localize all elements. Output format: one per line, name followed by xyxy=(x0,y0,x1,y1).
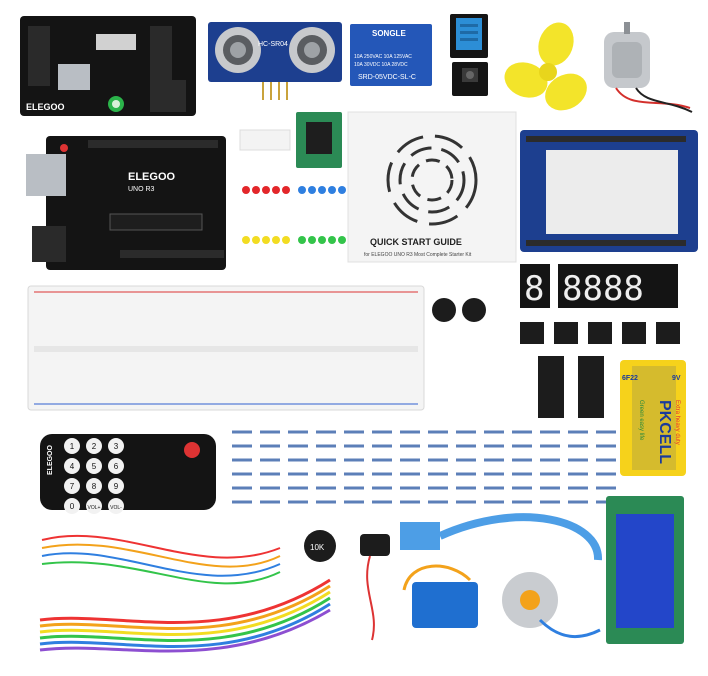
battery-voltage: 9V xyxy=(672,375,681,382)
power-supply-module: ELEGOO xyxy=(20,16,196,116)
remote-key: VOL+ xyxy=(86,498,102,514)
breadboard xyxy=(27,285,425,411)
remote-key-label: 7 xyxy=(70,482,75,491)
remote-key-label: 1 xyxy=(70,442,75,451)
battery-type: 6F22 xyxy=(622,375,638,382)
battery-tagline-2: Green easy life xyxy=(638,400,644,441)
battery-brand: PKCELL xyxy=(656,400,673,464)
remote-key-label: VOL- xyxy=(110,505,122,511)
battery-9v: 6F22 9V PKCELL Extra heavy duty Green ea… xyxy=(620,360,686,476)
sensor-label: HC-SR04 xyxy=(258,41,288,48)
remote-key-label: VOL+ xyxy=(88,505,101,511)
relay-rating-2: 10A 30VDC 10A 28VDC xyxy=(354,62,408,68)
remote-key-label: 9 xyxy=(114,482,119,491)
battery-clip xyxy=(360,534,390,641)
guide-title: QUICK START GUIDE xyxy=(370,237,462,247)
remote-key-label: 2 xyxy=(92,442,97,451)
remote-key: VOL- xyxy=(108,498,124,514)
relay-module: SONGLE 10A 250VAC 10A 125VAC 10A 30VDC 1… xyxy=(350,24,432,86)
remote-key: 5 xyxy=(86,458,102,474)
seven-segment-displays: 8 8888 xyxy=(520,264,678,309)
uno-brand: ELEGOO xyxy=(128,171,176,183)
buzzer xyxy=(432,298,486,322)
remote-key: 0 xyxy=(64,498,80,514)
remote-key: 9 xyxy=(108,478,124,494)
remote-key: 1 xyxy=(64,438,80,454)
quick-start-guide: QUICK START GUIDE for ELEGOO UNO R3 Most… xyxy=(347,111,517,263)
guide-subtitle: for ELEGOO UNO R3 Most Complete Starter … xyxy=(364,252,472,258)
stepper-motor xyxy=(502,572,601,639)
humidity-sensor xyxy=(450,14,488,58)
ir-receiver-module xyxy=(452,62,488,96)
pot-value: 10K xyxy=(310,543,325,552)
remote-key-label: 4 xyxy=(70,462,75,471)
remote-key: 4 xyxy=(64,458,80,474)
svg-text:8: 8 xyxy=(524,269,544,309)
stepper-driver xyxy=(296,112,342,168)
dc-motor xyxy=(604,22,693,113)
prototype-shield xyxy=(520,130,698,252)
ultrasonic-sensor: HC-SR04 xyxy=(208,22,342,100)
led-set xyxy=(239,129,346,244)
remote-key-label: 6 xyxy=(114,462,119,471)
relay-rating-1: 10A 250VAC 10A 125VAC xyxy=(354,54,412,60)
battery-tagline-1: Extra heavy duty xyxy=(674,400,680,445)
potentiometer: 10K xyxy=(304,530,336,562)
remote-key-label: 5 xyxy=(92,462,97,471)
remote-key-label: 3 xyxy=(114,442,119,451)
ir-remote: ELEGOO xyxy=(40,434,216,510)
remote-key: 8 xyxy=(86,478,102,494)
lcd-module xyxy=(606,496,684,644)
remote-key-label: 8 xyxy=(92,482,97,491)
remote-key-label: 0 xyxy=(70,502,75,511)
relay-model: SRD-05VDC-SL-C xyxy=(358,74,416,81)
push-buttons xyxy=(520,322,680,344)
usb-cable xyxy=(400,513,603,561)
remote-key: 3 xyxy=(108,438,124,454)
servo-motor xyxy=(402,564,478,628)
uno-model: UNO R3 xyxy=(128,186,155,193)
resistor-set xyxy=(232,430,616,504)
remote-key: 6 xyxy=(108,458,124,474)
remote-key: 2 xyxy=(86,438,102,454)
remote-key: 7 xyxy=(64,478,80,494)
svg-text:8888: 8888 xyxy=(562,269,644,309)
integrated-circuits xyxy=(538,356,604,418)
jumper-wires xyxy=(41,534,281,585)
fan-blade xyxy=(504,22,587,111)
power-module-brand: ELEGOO xyxy=(26,102,65,112)
relay-brand: SONGLE xyxy=(372,29,406,38)
ribbon-cable xyxy=(39,578,331,653)
uno-board: ELEGOO UNO R3 xyxy=(26,136,226,270)
remote-brand: ELEGOO xyxy=(47,444,54,475)
